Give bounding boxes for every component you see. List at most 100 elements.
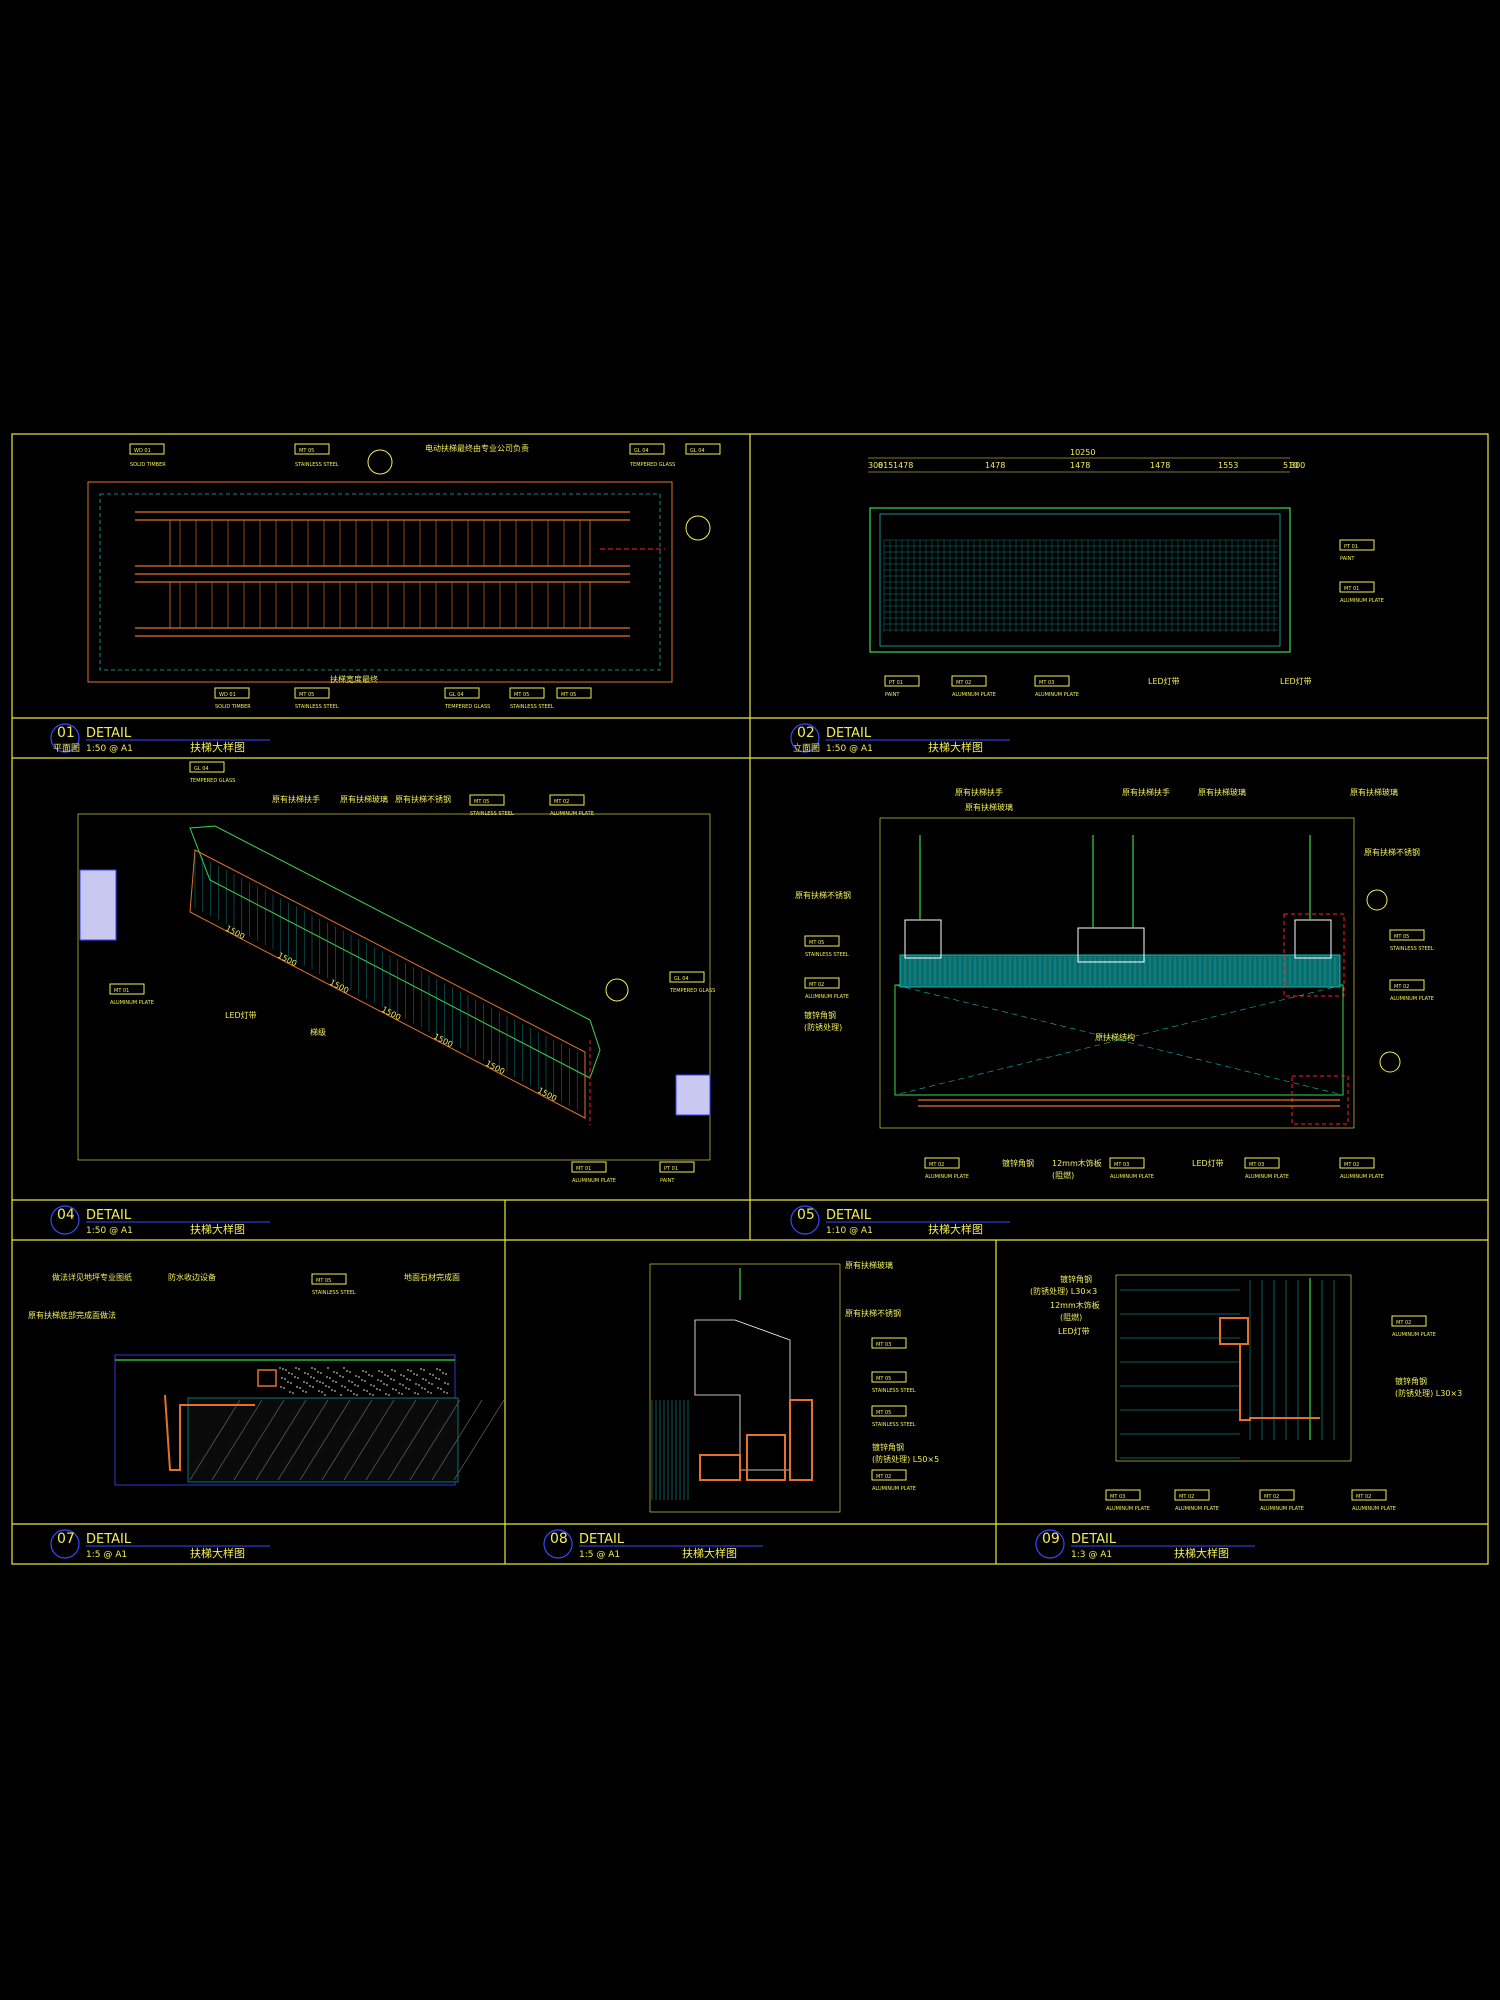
svg-text:WD 01: WD 01 [134, 448, 151, 454]
svg-text:GL 04: GL 04 [449, 692, 464, 698]
d01-tags-bottom: WD 01 SOLID TIMBER MT 05 STAINLESS STEEL… [214, 687, 592, 710]
aggregate-dot [312, 1386, 314, 1388]
d05-glass-l: 原有扶梯玻璃 [965, 802, 1013, 812]
d02-dim-6: 1553 [1218, 461, 1238, 470]
hatch-line [255, 1399, 307, 1481]
aggregate-dot [399, 1383, 401, 1385]
aggregate-dot [373, 1385, 375, 1387]
d02-dim-total: 10250 [1070, 448, 1095, 457]
aggregate-dot [335, 1381, 337, 1383]
aggregate-dot [321, 1391, 323, 1393]
svg-text:MT 02: MT 02 [1396, 1320, 1411, 1326]
svg-text:平面图: 平面图 [53, 743, 80, 754]
title-block-02: 02 DETAIL 1:50 @ A1 立面图 扶梯大样图 [790, 723, 1010, 754]
aggregate-dot [418, 1384, 420, 1386]
aggregate-dot [284, 1378, 286, 1380]
aggregate-dot [310, 1376, 312, 1378]
aggregate-dot [391, 1369, 393, 1371]
aggregate-dot [294, 1376, 296, 1378]
aggregate-dot [439, 1369, 441, 1371]
svg-text:MT 03: MT 03 [1110, 1494, 1125, 1500]
aggregate-dot [445, 1373, 447, 1375]
hatch-line [409, 1399, 461, 1481]
svg-text:ALUMINUM PLATE: ALUMINUM PLATE [872, 1486, 916, 1492]
aggregate-dot [365, 1371, 367, 1373]
aggregate-dot [381, 1371, 383, 1373]
svg-text:MT 05: MT 05 [561, 692, 576, 698]
title-block-09: 09 DETAIL 1:3 @ A1 扶梯大样图 [1035, 1529, 1255, 1560]
d04-dim-4: 1500 [432, 1032, 454, 1050]
svg-text:TEMPERED GLASS: TEMPERED GLASS [444, 704, 490, 710]
d08-note-1: 原有扶梯玻璃 [845, 1260, 893, 1270]
d09-note-4: (阻燃) [1060, 1312, 1082, 1322]
aggregate-dot [417, 1393, 419, 1395]
svg-text:TEMPERED GLASS: TEMPERED GLASS [629, 462, 675, 468]
d09-note-2: (防锈处理) L30×3 [1030, 1286, 1097, 1296]
aggregate-dot [333, 1371, 335, 1373]
svg-text:SOLID TIMBER: SOLID TIMBER [215, 704, 251, 710]
aggregate-dot [340, 1394, 342, 1396]
hatch-line [387, 1399, 439, 1481]
aggregate-dot [292, 1392, 294, 1394]
aggregate-dot [295, 1367, 297, 1369]
aggregate-dot [393, 1379, 395, 1381]
svg-text:DETAIL: DETAIL [826, 1208, 872, 1223]
aggregate-dot [424, 1388, 426, 1390]
svg-text:STAINLESS STEEL: STAINLESS STEEL [470, 811, 514, 817]
svg-text:DETAIL: DETAIL [86, 1208, 132, 1223]
svg-text:STAINLESS STEEL: STAINLESS STEEL [1390, 946, 1434, 952]
aggregate-dot [446, 1392, 448, 1394]
svg-text:MT 03: MT 03 [1114, 1162, 1129, 1168]
svg-text:MT 05: MT 05 [809, 940, 824, 946]
svg-text:04: 04 [57, 1207, 75, 1223]
aggregate-dot [351, 1381, 353, 1383]
d05-plate: 12mm木饰板 [1052, 1158, 1102, 1168]
aggregate-dot [398, 1392, 400, 1394]
aggregate-dot [348, 1380, 350, 1382]
hatch-line [343, 1399, 395, 1481]
hatch-line [277, 1399, 329, 1481]
svg-text:扶梯大样图: 扶梯大样图 [190, 740, 245, 754]
svg-text:MT 02: MT 02 [554, 799, 569, 805]
aggregate-dot [350, 1390, 352, 1392]
aggregate-dot [318, 1390, 320, 1392]
svg-text:05: 05 [797, 1207, 815, 1223]
svg-text:ALUMINUM PLATE: ALUMINUM PLATE [1260, 1506, 1304, 1512]
svg-text:MT 02: MT 02 [1394, 984, 1409, 990]
aggregate-dot [370, 1384, 372, 1386]
d02-led-1: LED灯带 [1148, 676, 1180, 686]
svg-text:STAINLESS STEEL: STAINLESS STEEL [312, 1290, 356, 1296]
svg-text:PT 01: PT 01 [889, 680, 903, 686]
aggregate-dot [364, 1380, 366, 1382]
aggregate-dot [401, 1393, 403, 1395]
svg-text:STAINLESS STEEL: STAINLESS STEEL [295, 462, 339, 468]
aggregate-dot [376, 1388, 378, 1390]
aggregate-dot [415, 1383, 417, 1385]
d01-tag-mt05-top: MT 05 STAINLESS STEEL [294, 443, 339, 468]
aggregate-dot [285, 1369, 287, 1371]
d05-steel-l: 原有扶梯不锈钢 [795, 890, 851, 900]
aggregate-dot [438, 1378, 440, 1380]
svg-text:ALUMINUM PLATE: ALUMINUM PLATE [1392, 1332, 1436, 1338]
aggregate-dot [302, 1390, 304, 1392]
detail-09: 镀锌角钢 (防锈处理) L30×3 12mm木饰板 (阻燃) LED灯带 镀锌角… [1030, 1274, 1462, 1512]
d02-dim-0: 300 [868, 461, 883, 470]
d05-struct: 原扶梯结构 [1095, 1032, 1135, 1042]
svg-text:MT 05: MT 05 [474, 799, 489, 805]
aggregate-dot [425, 1379, 427, 1381]
aggregate-dot [362, 1370, 364, 1372]
aggregate-dot [324, 1394, 326, 1396]
aggregate-dot [291, 1373, 293, 1375]
svg-text:1:5 @ A1: 1:5 @ A1 [86, 1550, 127, 1560]
svg-text:ALUMINUM PLATE: ALUMINUM PLATE [1352, 1506, 1396, 1512]
aggregate-dot [408, 1388, 410, 1390]
svg-text:MT 01: MT 01 [1344, 586, 1359, 592]
aggregate-dot [406, 1378, 408, 1380]
hatch-line [189, 1399, 241, 1481]
aggregate-dot [303, 1381, 305, 1383]
d05-angle-2: (防锈处理) [804, 1022, 842, 1032]
svg-text:TEMPERED GLASS: TEMPERED GLASS [189, 778, 235, 784]
svg-text:MT 03: MT 03 [1039, 680, 1054, 686]
aggregate-dot [440, 1388, 442, 1390]
